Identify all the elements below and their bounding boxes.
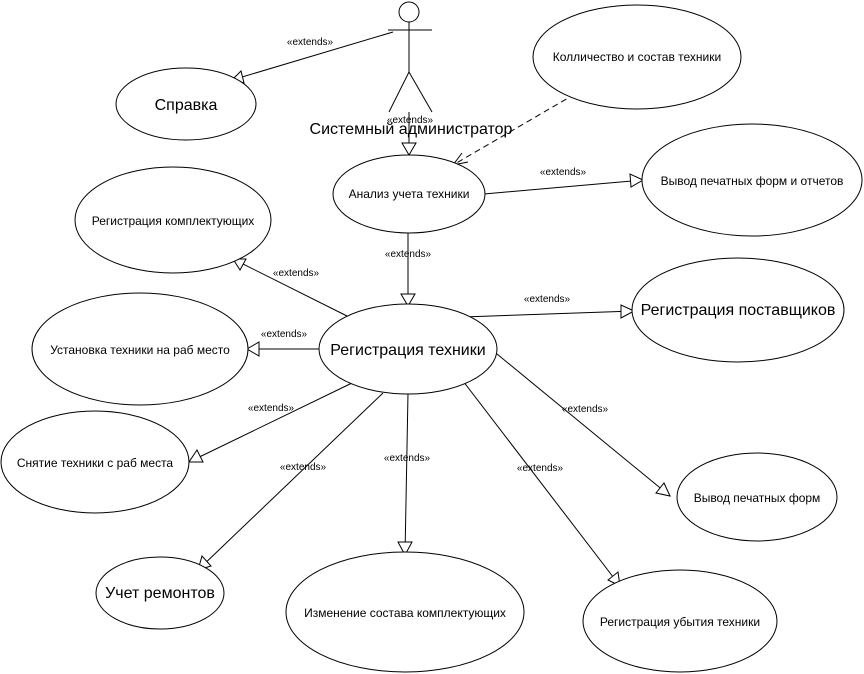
use-case-reg-postavshikov: Регистрация поставщиков: [631, 257, 845, 363]
use-case-ellipse: [115, 67, 257, 141]
use-case-reg-komplekt: Регистрация комплектующих: [74, 166, 272, 274]
use-case-reg-tehniki: Регистрация техники: [318, 303, 498, 395]
relation-label: «extends»: [385, 249, 432, 260]
use-case-ellipse: [95, 556, 225, 630]
actor-name: Системный администратор: [310, 121, 513, 138]
use-case-label: Справка: [155, 97, 218, 114]
use-case-spravka: Справка: [115, 67, 257, 141]
relation-reg-tehniki-izmenenie: «extends»: [384, 392, 431, 557]
relation-label: «extends»: [387, 115, 434, 126]
use-case-label: Регистрация техники: [330, 342, 485, 359]
relation-analiz-vyvod-otchetov: «extends»: [483, 167, 645, 195]
use-case-label: Вывод печатных форм и отчетов: [661, 174, 844, 188]
relation-label: «extends»: [562, 404, 609, 415]
use-case-label: Анализ учета техники: [349, 187, 470, 201]
use-case-label: Учет ремонтов: [105, 585, 215, 602]
use-case-vyvod-form: Вывод печатных форм: [676, 452, 838, 542]
relation-actor-spravka: «extends»: [231, 31, 394, 84]
relation-arrowhead: [188, 449, 204, 463]
relation-line: [452, 93, 576, 166]
relation-label: «extends»: [273, 268, 320, 279]
relation-arrowhead: [400, 293, 416, 307]
use-case-label: Вывод печатных форм: [694, 491, 821, 505]
relation-arrowhead: [401, 142, 417, 156]
use-case-ellipse: [31, 292, 249, 406]
relation-actor-analiz: «extends»: [387, 112, 434, 156]
relation-label: «extends»: [248, 403, 295, 414]
relation-line: [188, 382, 353, 463]
use-case-ellipse: [532, 4, 742, 110]
use-case-izmenenie: Изменение состава комплектующих: [285, 551, 525, 673]
relation-reg-tehniki-reg-komplekt: «extends»: [232, 258, 348, 317]
relation-reg-tehniki-snyatie: «extends»: [188, 382, 353, 463]
relation-label: «extends»: [261, 329, 308, 340]
use-case-label: Установка техники на раб место: [50, 343, 230, 357]
use-case-uchet-remontov: Учет ремонтов: [95, 556, 225, 630]
use-case-snyatie: Снятие техники с раб места: [0, 410, 190, 514]
relation-arrowhead: [397, 541, 413, 557]
relation-line: [462, 380, 621, 587]
use-case-ellipse: [676, 452, 838, 542]
use-case-ellipse: [641, 123, 863, 237]
use-case-ellipse: [332, 154, 486, 234]
use-case-label: Колличество и состав техники: [553, 50, 721, 64]
relation-label: «extends»: [524, 294, 571, 305]
relation-reg-tehniki-uchet-remontov: «extends»: [197, 392, 384, 571]
relation-label: «extends»: [384, 453, 431, 464]
actor-right-leg: [408, 71, 433, 113]
use-case-label: Регистрация поставщиков: [641, 302, 836, 319]
relation-line: [404, 392, 409, 556]
use-case-ellipse: [318, 303, 498, 395]
relation-reg-tehniki-vyvod-form: «extends»: [496, 353, 671, 497]
relation-reg-tehniki-reg-postavshikov: «extends»: [462, 294, 636, 319]
use-case-label: Регистрация убытия техники: [600, 615, 760, 629]
use-case-ellipse: [74, 166, 272, 274]
use-case-label: Снятие техники с раб места: [17, 456, 174, 470]
relation-line: [232, 258, 348, 317]
use-case-kolichestvo: Колличество и состав техники: [532, 4, 742, 110]
use-case-label: Изменение состава комплектующих: [304, 606, 506, 620]
use-case-ellipse: [582, 569, 778, 673]
relation-reg-tehniki-analiz: «extends»: [385, 233, 432, 307]
use-case-ellipse: [0, 410, 190, 514]
relation-arrowhead: [655, 482, 671, 497]
use-case-ustanovka: Установка техники на раб место: [31, 292, 249, 406]
use-case-analiz: Анализ учета техники: [332, 154, 486, 234]
use-case-ellipse: [631, 257, 845, 363]
actor-left-leg: [388, 71, 410, 113]
relation-arrowhead: [246, 341, 260, 357]
use-case-vyvod-otchetov: Вывод печатных форм и отчетов: [641, 123, 863, 237]
relation-label: «extends»: [540, 167, 587, 178]
use-case-label: Регистрация комплектующих: [92, 214, 255, 228]
relation-line: [197, 392, 384, 571]
use-case-reg-ubytiya: Регистрация убытия техники: [582, 569, 778, 673]
relation-reg-tehniki-ustanovka: «extends»: [246, 329, 320, 357]
relation-line: [231, 31, 394, 81]
relation-arrowhead: [620, 304, 636, 319]
use-case-ellipse: [285, 551, 525, 673]
relation-line: [462, 310, 635, 318]
relation-line: [496, 353, 671, 497]
relation-label: «extends»: [280, 462, 327, 473]
relation-label: «extends»: [287, 37, 334, 48]
actor-head: [398, 1, 420, 23]
relation-label: «extends»: [517, 463, 564, 474]
relation-arrowhead: [629, 173, 645, 188]
actor-system-administrator: Системный администратор: [310, 1, 513, 138]
relation-line: [483, 179, 644, 195]
